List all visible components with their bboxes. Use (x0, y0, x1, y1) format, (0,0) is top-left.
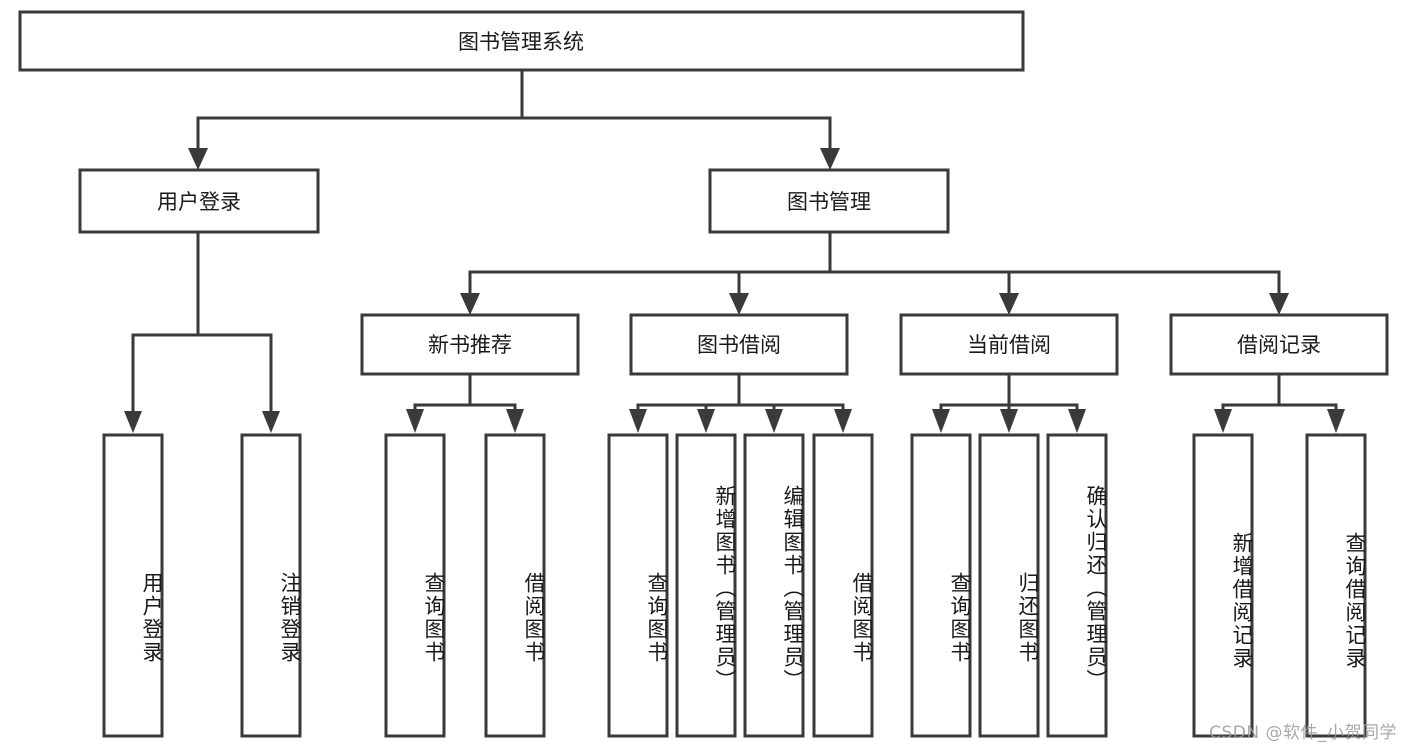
node-borrow-record-box[interactable] (1169, 313, 1389, 376)
node-book-borrow-label: 图书借阅 (697, 333, 781, 357)
arrow-book-borrow-child-3 (834, 409, 852, 433)
node-book-management-box[interactable] (708, 168, 950, 234)
csdn-watermark: CSDN @软件_小贺同学 (1209, 723, 1397, 743)
arrow-root-to-user-login (188, 148, 208, 170)
node-current-borrow-box[interactable] (899, 313, 1119, 376)
node-user-login[interactable]: 用户登录 (78, 168, 320, 234)
arrow-bm-to-borrow-record (1269, 293, 1289, 315)
node-book-borrow[interactable]: 图书借阅 (629, 313, 849, 376)
leaf-box-borrow-book-2[interactable] (812, 433, 874, 738)
node-new-book-recommend[interactable]: 新书推荐 (360, 313, 580, 376)
node-borrow-record-label: 借阅记录 (1237, 333, 1321, 357)
node-root[interactable]: 图书管理系统 (18, 10, 1025, 72)
leaf-box-borrow-book-1[interactable] (484, 433, 546, 738)
node-new-book-recommend-label: 新书推荐 (428, 333, 512, 357)
node-book-management-label: 图书管理 (787, 190, 871, 214)
arrow-bm-to-new-book (460, 293, 480, 315)
node-book-borrow-box[interactable] (629, 313, 849, 376)
node-root-box[interactable] (18, 10, 1025, 72)
arrow-borrow-record-child-1 (1327, 409, 1345, 433)
leaf-boxes (102, 433, 1367, 738)
leaf-box-query-record[interactable] (1305, 433, 1367, 738)
leaf-box-query-book-1[interactable] (384, 433, 446, 738)
node-current-borrow-label: 当前借阅 (967, 333, 1051, 357)
node-borrow-record[interactable]: 借阅记录 (1169, 313, 1389, 376)
arrow-current-borrow-child-2 (1068, 409, 1086, 433)
arrow-new-book-child-0 (406, 409, 424, 433)
node-book-management[interactable]: 图书管理 (708, 168, 950, 234)
node-user-login-box[interactable] (78, 168, 320, 234)
arrow-user-login-child-1 (262, 411, 280, 433)
node-new-book-recommend-box[interactable] (360, 313, 580, 376)
arrow-user-login-child-0 (124, 411, 142, 433)
node-current-borrow[interactable]: 当前借阅 (899, 313, 1119, 376)
arrow-borrow-record-child-0 (1214, 409, 1232, 433)
arrow-current-borrow-child-0 (932, 409, 950, 433)
leaf-box-user-login[interactable] (102, 433, 164, 738)
leaf-box-user-logout[interactable] (240, 433, 302, 738)
arrow-bm-to-book-borrow (729, 293, 749, 315)
arrow-bm-to-current-borrow (999, 293, 1019, 315)
leaf-box-add-book[interactable] (675, 433, 737, 738)
node-root-label: 图书管理系统 (458, 30, 584, 54)
arrow-book-borrow-child-1 (697, 409, 715, 433)
node-user-login-label: 用户登录 (157, 190, 241, 214)
arrow-book-borrow-child-2 (765, 409, 783, 433)
connectors (124, 68, 1345, 433)
arrow-new-book-child-1 (506, 409, 524, 433)
leaf-box-edit-book[interactable] (743, 433, 805, 738)
arrow-book-borrow-child-0 (629, 409, 647, 433)
leaf-box-query-book-2[interactable] (607, 433, 669, 738)
leaf-box-return-book[interactable] (978, 433, 1040, 738)
arrow-current-borrow-child-1 (1000, 409, 1018, 433)
leaf-box-query-book-3[interactable] (910, 433, 972, 738)
leaf-box-add-record[interactable] (1192, 433, 1254, 738)
arrow-root-to-book-management (820, 148, 840, 170)
leaf-box-confirm-return[interactable] (1046, 433, 1108, 738)
